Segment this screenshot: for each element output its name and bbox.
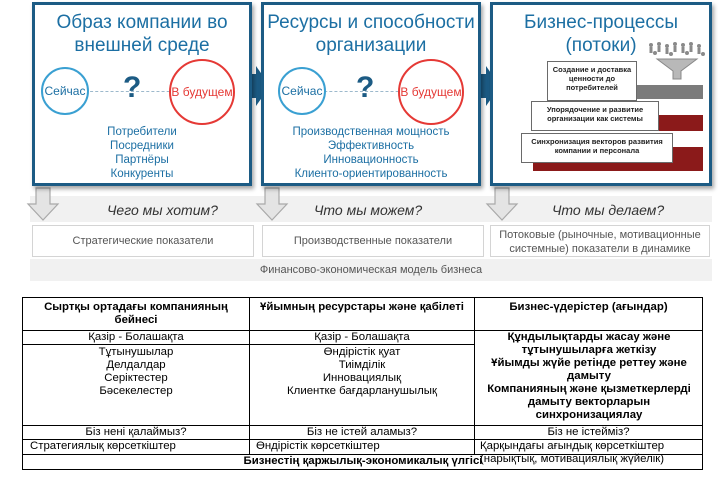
question-mark: ?: [123, 71, 142, 104]
now-circle: Сейчас: [278, 67, 326, 115]
now-circle: Сейчас: [41, 67, 89, 115]
table-footer: Бизнестің қаржылық-экономикалық үлгісі: [243, 455, 483, 467]
list-item: Посредники: [110, 140, 174, 152]
indicator-production: Производственные показатели: [262, 225, 484, 257]
panel-external-image: Образ компании во внешней среде Сейчас ?…: [32, 2, 252, 186]
now-future-label: Қазір - Болашақта: [314, 331, 410, 343]
table-header-processes: Бизнес-үдерістер (ағындар): [509, 301, 668, 313]
list-item: Клиентке бағдарланушылық: [287, 385, 437, 397]
right-arrow-icon: [476, 66, 500, 106]
question-want: Чего мы хотим?: [107, 202, 218, 218]
funnel-people-icon: [649, 42, 705, 80]
question-mark: ?: [356, 71, 375, 104]
list-item: Тұтынушылар: [98, 346, 174, 358]
panel-title: Образ компании во внешней среде: [56, 12, 228, 56]
indicator-cell: Стратегиялық көрсеткіштер: [30, 440, 176, 452]
list-item: Компанияның және қызметкерлерді дамыту в…: [487, 383, 691, 421]
panel-business-processes: Бизнес-процессы (потоки) Создание и дост…: [490, 2, 712, 186]
finance-model-band: Финансово-экономическая модель бизнеса: [30, 259, 712, 281]
list-item: Потребители: [107, 126, 177, 138]
down-arrow-icon: [255, 187, 289, 221]
list-item: Бәсекелестер: [99, 385, 173, 397]
list-item: Серіктестер: [104, 372, 168, 384]
panel-list: Потребители Посредники Партнёры Конкурен…: [35, 125, 249, 181]
list-item: Эффективность: [327, 140, 415, 152]
col1-list: Тұтынушылар Делдалдар Серіктестер Бәсеке…: [24, 346, 248, 398]
list-item: Өндірістік қуат: [323, 346, 401, 358]
list-item: Производственная мощность: [292, 126, 450, 138]
list-item: Құндылықтарды жасау және тұтынушыларға ж…: [507, 331, 671, 356]
dashed-connector: [314, 91, 414, 92]
down-arrow-icon: [485, 187, 519, 221]
col2-list: Өндірістік қуат Тиімділік Инновациялық К…: [251, 346, 473, 398]
question-can: Что мы можем?: [314, 202, 423, 218]
indicator-flow: Потоковые (рыночные, мотивационные систе…: [490, 225, 710, 257]
stair-value-delivery: Создание и доставка ценности до потребит…: [547, 61, 637, 101]
table-header-resources: Ұйымның ресурстары және қабілеті: [260, 301, 464, 313]
question-cell: Біз нені қалаймыз?: [85, 426, 187, 438]
right-arrow-icon: [246, 66, 270, 106]
list-item: Клиенто-ориентированность: [294, 168, 448, 180]
diagram: Чего мы хотим? Что мы можем? Что мы дела…: [26, 2, 712, 281]
panel-title: Бизнес-процессы (потоки): [524, 12, 678, 56]
list-item: Инновационность: [323, 154, 419, 166]
panel-list: Производственная мощность Эффективность …: [264, 125, 478, 181]
list-item: Конкуренты: [110, 168, 174, 180]
list-item: Ұйымды жүйе ретінде реттеу және дамыту: [491, 357, 687, 382]
indicator-cell: Өндірістік көрсеткіштер: [256, 440, 380, 452]
stair-organization: Упорядочение и развитие организации как …: [531, 101, 659, 131]
indicator-cell: Қарқындағы ағындық көрсеткіштер (нарықты…: [480, 440, 665, 465]
question-cell: Біз не істей аламыз?: [306, 426, 418, 438]
questions-strip: [30, 196, 712, 222]
list-item: Инновациялық: [322, 372, 402, 384]
down-arrow-icon: [26, 187, 60, 221]
panel-resources: Ресурсы и способности организации Сейчас…: [261, 2, 481, 186]
stair-synchronization: Синхронизация векторов развития компании…: [521, 133, 673, 163]
list-item: Делдалдар: [106, 359, 166, 371]
question-do: Что мы делаем?: [552, 202, 665, 218]
list-item: Партнёры: [115, 154, 169, 166]
future-circle: В будущем: [398, 59, 464, 125]
future-circle: В будущем: [169, 59, 235, 125]
panel-title: Ресурсы и способности организации: [267, 12, 475, 56]
now-future-label: Қазір - Болашақта: [88, 331, 184, 343]
dashed-connector: [85, 91, 185, 92]
table-header-external: Сыртқы ортадағы компанияның бейнесі: [44, 301, 228, 326]
col3-list: Құндылықтарды жасау және тұтынушыларға ж…: [484, 331, 694, 422]
indicator-strategic: Стратегические показатели: [32, 225, 254, 257]
question-cell: Біз не істейміз?: [547, 426, 630, 438]
list-item: Тиімділік: [338, 359, 386, 371]
